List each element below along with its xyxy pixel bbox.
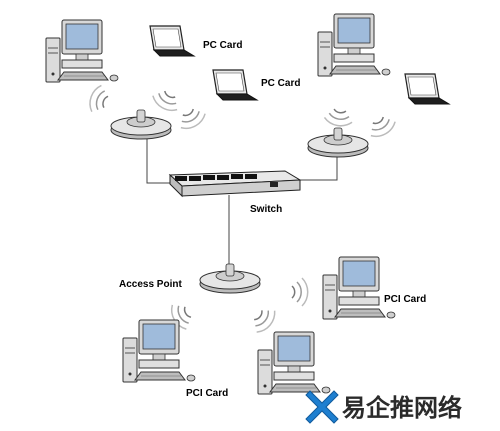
pci-card-label: PCI Card — [384, 294, 426, 305]
watermark: 易企推网络 — [305, 390, 462, 424]
access-point-icon — [307, 127, 369, 158]
wireless-signal-icon — [291, 277, 309, 307]
watermark-logo-icon — [305, 390, 339, 424]
wireless-signal-icon — [149, 86, 183, 116]
switch-label: Switch — [250, 204, 282, 215]
pci-card-label: PCI Card — [186, 388, 228, 399]
access-point-icon — [199, 263, 261, 294]
link-left-ap-to-switch — [146, 130, 172, 184]
access-point-label: Access Point — [119, 279, 182, 290]
watermark-text: 易企推网络 — [342, 393, 462, 422]
pc-card-label: PC Card — [261, 78, 300, 89]
wireless-signal-icon — [248, 303, 280, 337]
wireless-signal-icon — [322, 106, 355, 129]
desktop-computer-icon — [322, 256, 396, 320]
desktop-computer-icon — [257, 331, 331, 395]
desktop-computer-icon — [122, 319, 196, 383]
wired-links — [146, 130, 338, 270]
wireless-signal-icon — [175, 104, 209, 134]
access-point-icon — [110, 109, 172, 140]
laptop-icon — [212, 69, 258, 101]
pc-card-label: PC Card — [203, 40, 242, 51]
desktop-computer-icon — [317, 13, 391, 77]
wireless-signal-icon — [365, 112, 399, 142]
wireless-signal-icon — [85, 82, 112, 116]
laptop-icon — [149, 25, 195, 57]
network-switch-icon — [168, 170, 302, 198]
laptop-icon — [404, 73, 450, 105]
link-right-ap-to-switch — [298, 148, 338, 181]
desktop-computer-icon — [45, 19, 119, 83]
